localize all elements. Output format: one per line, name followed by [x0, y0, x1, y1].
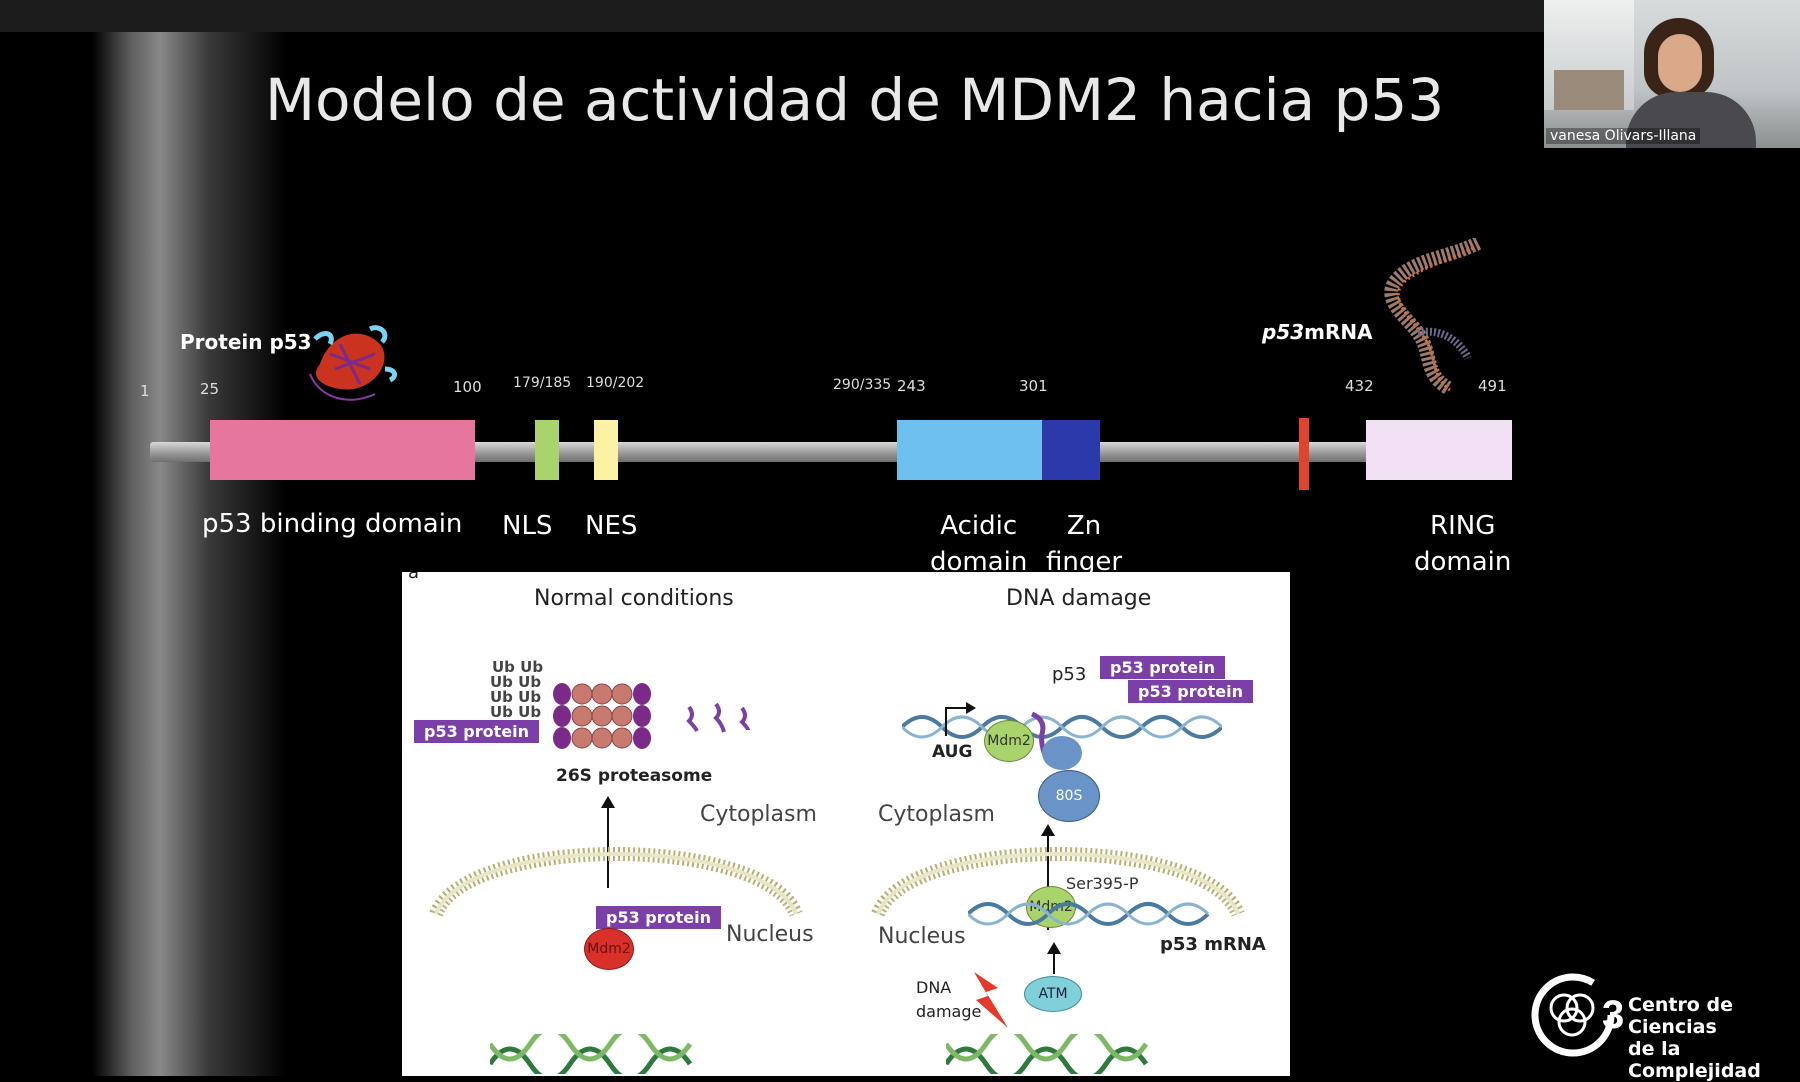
position-243: 243 — [897, 377, 926, 395]
shared-slide: Modelo de actividad de MDM2 hacia p53 Pr… — [0, 32, 1542, 1076]
nucleus-label-left: Nucleus — [726, 922, 814, 947]
position-301: 301 — [1019, 377, 1048, 395]
participant-name: vanesa Olivars-Illana — [1546, 128, 1701, 144]
meeting-top-bar — [0, 0, 1800, 32]
ring-domain-block — [1366, 420, 1512, 480]
nls-label: NLS — [502, 511, 553, 541]
nes-label: NES — [585, 511, 638, 541]
ribosome-small-subunit — [1042, 736, 1082, 770]
red-marker — [1299, 418, 1309, 490]
participant-body — [1626, 92, 1756, 148]
participant-face — [1658, 34, 1702, 92]
p53-mrna-label-figure: p53 mRNA — [1160, 934, 1266, 955]
cytoplasm-label-left: Cytoplasm — [700, 802, 817, 827]
position-432: 432 — [1345, 377, 1374, 395]
nucleus-label-right: Nucleus — [878, 924, 966, 949]
cytoplasm-label-right: Cytoplasm — [878, 802, 995, 827]
p53-label: p53 — [1052, 664, 1087, 685]
atm-arrow-icon — [1047, 942, 1061, 974]
export-arrow-icon — [601, 796, 615, 888]
ubiquitin-labels: Ub Ub Ub Ub Ub Ub Ub Ub — [490, 658, 544, 721]
room-shelf — [1554, 70, 1624, 110]
aug-label: AUG — [932, 742, 973, 762]
light-streak-decoration — [92, 32, 287, 1076]
dna-helix-right — [946, 1034, 1149, 1074]
dna-helix-left — [490, 1034, 693, 1074]
normal-conditions-title: Normal conditions — [534, 586, 734, 611]
lightning-bolt-icon — [974, 972, 1008, 1028]
acidic-domain-block — [897, 420, 1042, 480]
nuclear-membrane-left — [429, 847, 803, 918]
position-290-335: 290/335 — [833, 377, 892, 393]
p53-protein-tag-right-1: p53 protein — [1100, 656, 1225, 679]
mdm2-circle-top-right: Mdm2 — [984, 720, 1034, 762]
zn-finger-block — [1042, 420, 1100, 480]
p53-protein-tag-right-2: p53 protein — [1128, 680, 1253, 703]
peptide-fragments-icon — [686, 702, 750, 733]
mechanism-figure: a Normal conditions DNA damage Ub Ub Ub … — [402, 572, 1290, 1076]
position-179-185: 179/185 — [513, 375, 572, 391]
mdm2-circle-left: Mdm2 — [584, 928, 634, 970]
nls-block — [535, 420, 559, 480]
participant-video-tile[interactable]: vanesa Olivars-Illana — [1544, 0, 1800, 148]
position-190-202: 190/202 — [586, 375, 645, 391]
p53-binding-domain-block — [210, 420, 475, 480]
ribosome-80s: 80S — [1038, 770, 1100, 822]
p53-protein-structure-icon — [309, 325, 398, 401]
position-100: 100 — [453, 378, 482, 396]
position-491: 491 — [1478, 377, 1507, 395]
nuclear-membrane-right — [871, 847, 1245, 918]
mrna-strand-nucleus — [968, 902, 1210, 926]
figure-corner-letter: a — [408, 572, 420, 583]
proteasome-icon — [553, 683, 651, 749]
p53-mrna-structure-icon — [1384, 238, 1482, 394]
mdm2-protein-bar — [150, 442, 1510, 462]
dna-damage-title: DNA damage — [1006, 586, 1152, 611]
aug-start-arrow-icon — [945, 702, 976, 736]
p53-protein-tag-nucleus: p53 protein — [596, 906, 721, 929]
c3-logo-icon: 3 — [1531, 973, 1624, 1057]
p53-protein-tag-normal: p53 protein — [414, 720, 539, 743]
p53-binding-domain-label: p53 binding domain — [202, 509, 463, 539]
position-25: 25 — [200, 380, 220, 398]
svg-text:3: 3 — [1602, 993, 1624, 1037]
atm-circle: ATM — [1024, 976, 1082, 1012]
nes-block — [594, 420, 618, 480]
mrna-strand-top — [902, 715, 1222, 739]
proteasome-label: 26S proteasome — [556, 766, 713, 786]
protein-p53-label: Protein p53 — [180, 330, 312, 354]
p53-mrna-label: p53mRNA — [1262, 320, 1373, 344]
ser395-label: Ser395-P — [1066, 874, 1139, 893]
position-1: 1 — [140, 382, 150, 400]
slide-title: Modelo de actividad de MDM2 hacia p53 — [265, 66, 1445, 134]
